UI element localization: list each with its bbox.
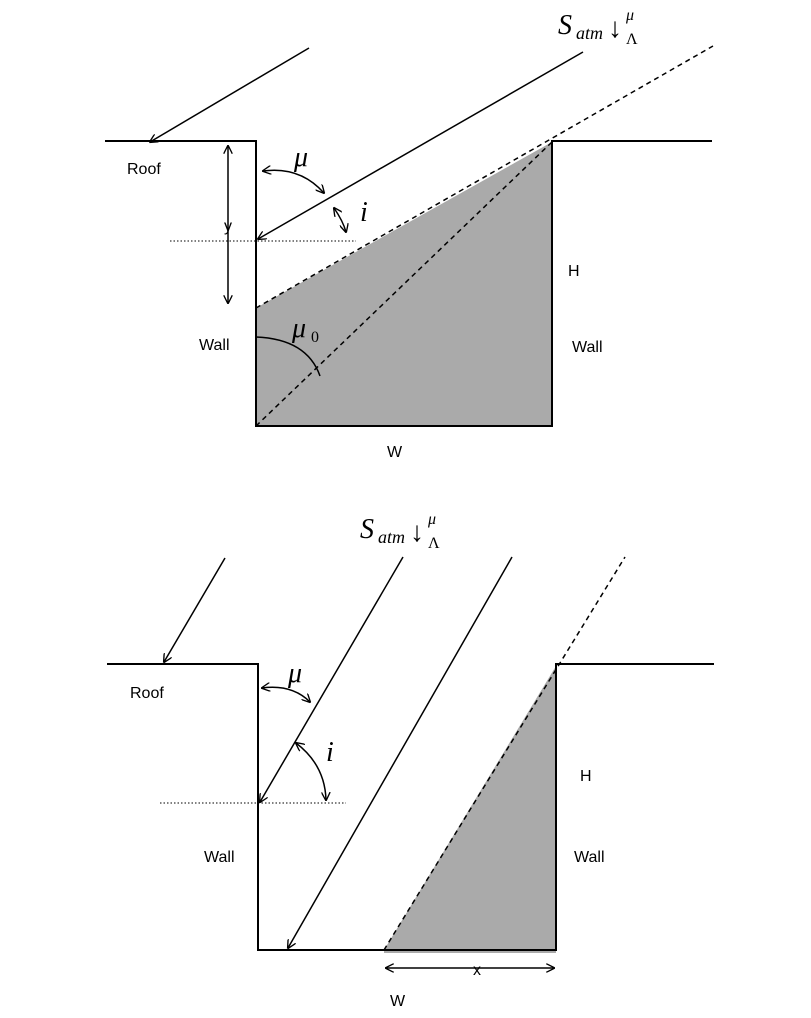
bottom-mu-label: μ — [287, 658, 302, 689]
bottom-wall-left-label: Wall — [204, 849, 235, 866]
bottom-source-superscript: μ — [427, 511, 436, 528]
bottom-floor-ray-arrow — [288, 556, 513, 948]
bottom-mu-angle-arc — [262, 687, 310, 702]
top-y-label: y — [224, 218, 232, 235]
top-i-label: i — [360, 197, 368, 228]
top-mu0-angle-arc — [255, 336, 321, 377]
top-roof-ray-arrow — [150, 47, 310, 142]
top-mu0-label: μ — [291, 313, 306, 344]
bottom-diagram: S atm ↓ μ Λ Roof Wall Wall H W x μ i — [107, 511, 714, 1010]
bottom-wall-right-label: Wall — [574, 849, 605, 866]
bottom-source-symbol: S — [360, 514, 374, 545]
bottom-x-label: x — [473, 962, 481, 979]
bottom-source-lower: Λ — [428, 535, 440, 552]
top-i-angle-arc — [334, 208, 346, 232]
bottom-source-subscript: atm — [378, 527, 405, 547]
bottom-roof-ray-arrow — [164, 557, 226, 662]
bottom-source-arrow: ↓ — [410, 517, 424, 548]
top-source-superscript: μ — [625, 7, 634, 24]
bottom-i-label: i — [326, 737, 334, 768]
top-wall-ray-arrow — [258, 51, 584, 239]
bottom-wall-ray-arrow — [260, 556, 404, 802]
top-wall-left-label: Wall — [199, 337, 230, 354]
top-diagram: S atm ↓ μ Λ Roof Wall Wall H W y μ i μ 0 — [105, 7, 714, 461]
top-height-label: H — [568, 263, 580, 280]
bottom-shadow-edge-dashed — [383, 556, 626, 951]
bottom-roof-label: Roof — [130, 685, 164, 702]
bottom-canyon-outline — [107, 663, 714, 951]
top-source-symbol: S — [558, 10, 572, 41]
top-roof-label: Roof — [127, 161, 161, 178]
top-mu0-subscript: 0 — [311, 329, 319, 346]
top-source-lower: Λ — [626, 31, 638, 48]
top-source-subscript: atm — [576, 23, 603, 43]
top-canyon-outline — [105, 140, 712, 427]
top-shadow-edge-dashed — [255, 45, 714, 309]
top-mu-angle-arc — [263, 170, 324, 193]
top-width-label: W — [387, 444, 403, 461]
bottom-i-angle-arc — [296, 743, 326, 800]
top-source-arrow: ↓ — [608, 13, 622, 44]
bottom-width-label: W — [390, 993, 406, 1010]
top-wall-right-label: Wall — [572, 339, 603, 356]
bottom-height-label: H — [580, 768, 592, 785]
top-mu-label: μ — [293, 142, 308, 173]
